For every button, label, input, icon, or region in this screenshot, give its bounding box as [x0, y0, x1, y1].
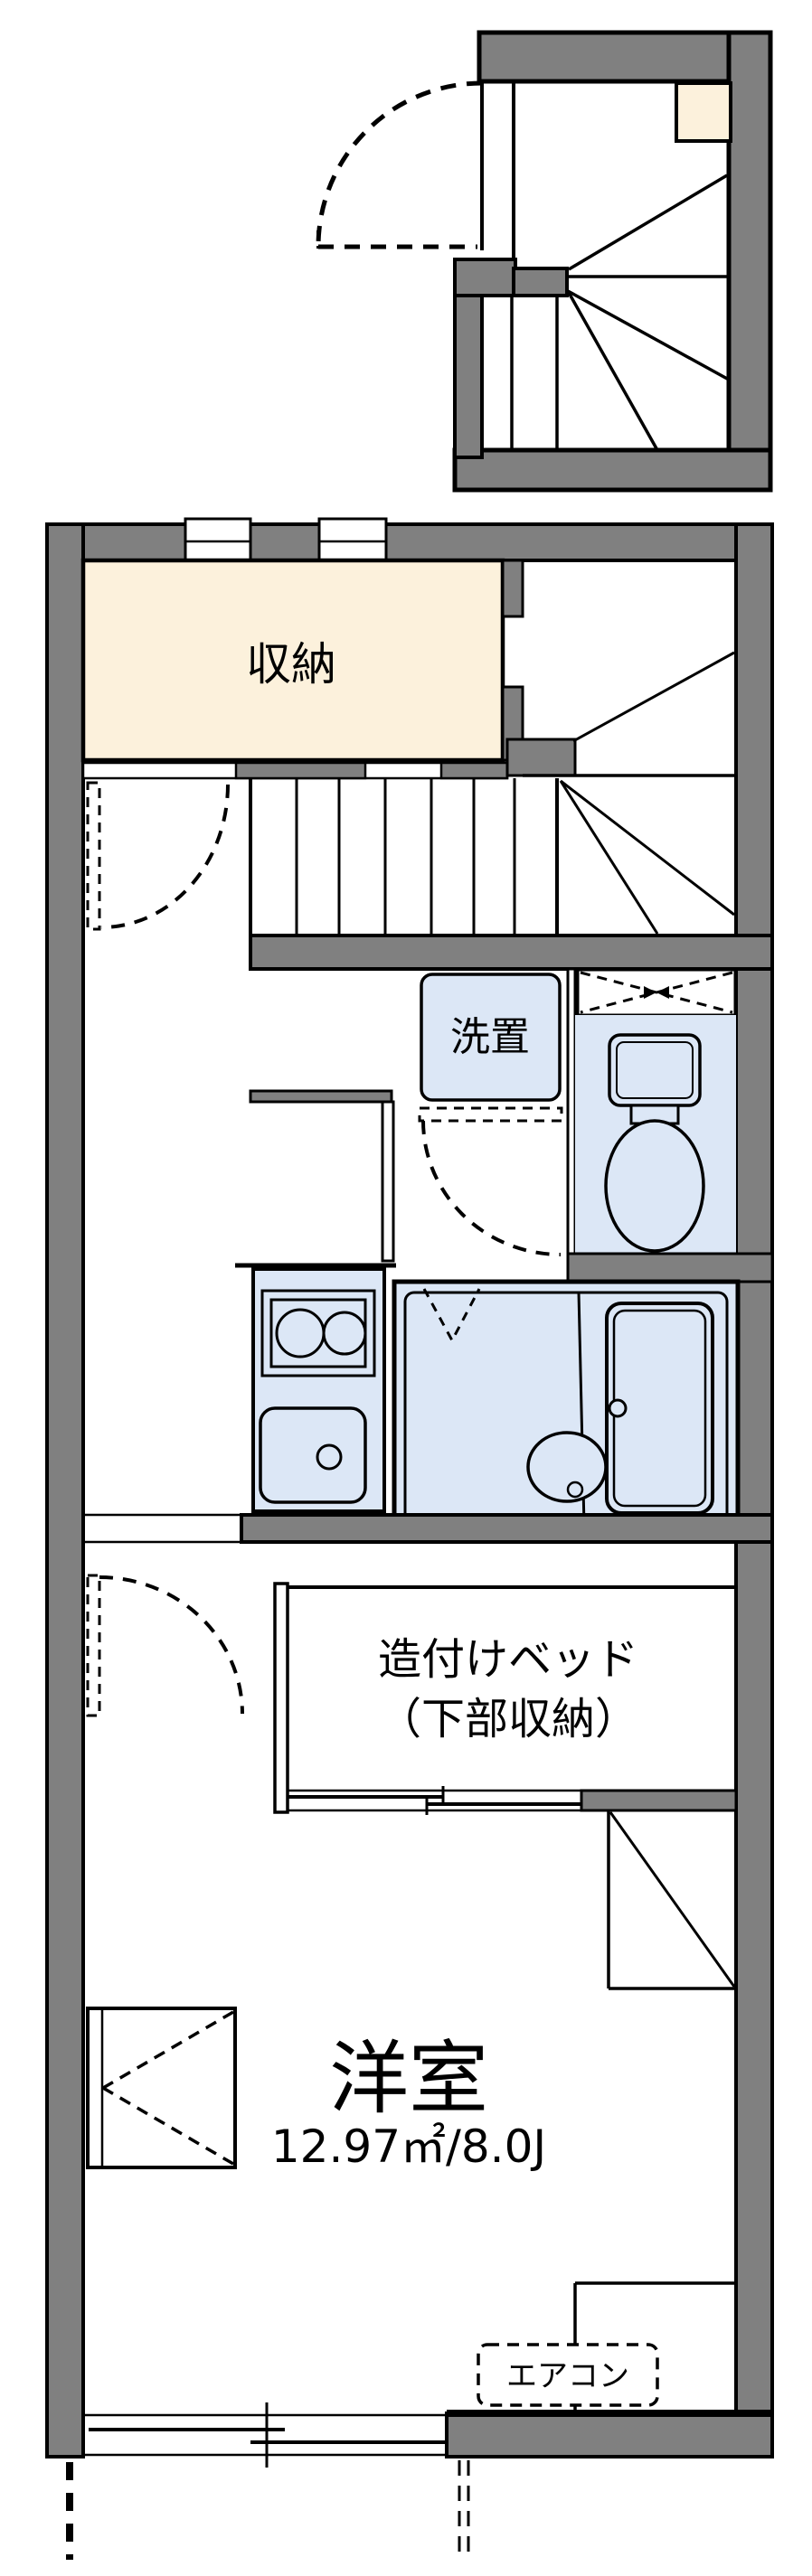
- left-window-swing-top: [102, 2010, 234, 2090]
- sink-drain: [316, 1443, 343, 1471]
- entry-right-wall: [726, 30, 773, 493]
- kitchen-counter: [251, 1267, 386, 1513]
- kitchen-sink: [259, 1406, 367, 1504]
- entry-staircase-box: [316, 30, 773, 493]
- aircon: エアコン: [477, 2343, 659, 2407]
- stair-void-upper: [523, 651, 736, 777]
- bottom-sliding-window: [83, 2402, 447, 2468]
- western-room: 洋室 12.97㎡/8.0J エアコン: [83, 2007, 736, 2468]
- entry-stub-wall-b: [512, 267, 569, 297]
- main-top-wall: [45, 522, 774, 562]
- storage-bottom-band-gray2: [439, 761, 509, 780]
- bed-label-line2: （下部収納）: [378, 1694, 638, 1744]
- toilet-left-wall: [566, 967, 577, 1258]
- storage-room: 収納: [80, 558, 577, 780]
- upper-cabinet-box: [576, 968, 737, 1017]
- understair-wall: [249, 934, 774, 971]
- hall-door-1-leaf: [86, 781, 101, 931]
- entry-stair-lines: [510, 174, 730, 451]
- storage-right-wall-upper: [501, 559, 524, 618]
- entry-top-wall: [477, 30, 773, 84]
- kitchen: [235, 1263, 396, 1513]
- western-room-area-label: 12.97㎡/8.0J: [271, 2120, 546, 2173]
- upper-cabinet-mark-r: [656, 986, 669, 999]
- kitchen-bottom-wall: [83, 1513, 774, 1544]
- main-bottom-wall: [445, 2411, 774, 2458]
- toilet-bowl: [604, 1119, 705, 1253]
- laundry-label: 洗置: [450, 1014, 530, 1060]
- storage-label: 収納: [246, 638, 336, 691]
- stair-flight: [249, 778, 735, 935]
- kitchen-bottom-wall-gray: [240, 1513, 774, 1544]
- washroom-door: [418, 1106, 563, 1256]
- entry-stub-wall-a: [453, 258, 517, 297]
- hall-door-2-leaf: [86, 1574, 101, 1717]
- bed-bottom-wall-segment: [580, 1789, 738, 1812]
- built-in-bed-room: 造付けベッド （下部収納）: [273, 1582, 738, 1815]
- stair-corner-block: [505, 738, 577, 777]
- main-unit-walls: [45, 522, 774, 2458]
- left-window-swing-bottom: [102, 2086, 234, 2166]
- entrance-door-arc: [316, 80, 483, 248]
- bed-left-wall: [273, 1582, 289, 1814]
- wash-bowl-drain: [566, 1481, 584, 1499]
- toilet-tank-inner: [616, 1041, 694, 1099]
- laundry-box: [420, 973, 562, 1102]
- bay-window-void: [607, 1810, 736, 1990]
- upper-cabinet-mark-l: [644, 986, 656, 999]
- storage-bottom-band-gray1: [234, 761, 367, 780]
- bath-folding-door: [422, 1288, 481, 1344]
- washroom-partition-wall: [381, 1100, 395, 1263]
- left-window-frame: [86, 2007, 237, 2169]
- wash-bowl: [526, 1431, 608, 1503]
- washroom-door-leaf: [418, 1106, 563, 1123]
- shoe-cabinet: [675, 81, 732, 143]
- laundry-space: 洗置: [420, 973, 562, 1102]
- stove-outer: [260, 1289, 376, 1377]
- washroom-door-arc: [421, 1120, 562, 1256]
- aircon-label: エアコン: [506, 2358, 629, 2394]
- storage-room-floor: [80, 558, 505, 763]
- hall-door-2-arc: [99, 1575, 244, 1715]
- bathtub-knob: [608, 1398, 628, 1418]
- western-room-label: 洋室: [329, 2032, 488, 2125]
- entry-left-wall-lower: [453, 287, 484, 459]
- main-right-wall: [734, 522, 774, 2458]
- toilet-bottom-wall: [566, 1252, 774, 1283]
- stove-burner-right: [322, 1311, 367, 1356]
- bed-sliding-door: [288, 1786, 581, 1815]
- hall-door-1: [86, 781, 230, 931]
- left-window: [86, 2007, 237, 2169]
- toilet-room: [566, 967, 774, 1283]
- toilet-tank: [608, 1033, 702, 1107]
- bed-label-line1: 造付けベッド: [378, 1634, 638, 1685]
- hall-door-1-arc: [100, 784, 230, 929]
- bathroom: [392, 1279, 741, 1539]
- washroom-wall-stub: [249, 1089, 393, 1104]
- aircon-box: [477, 2343, 659, 2407]
- boundary-dashes: [66, 2460, 470, 2560]
- entry-bottom-wall: [452, 447, 773, 493]
- hall-door-2: [86, 1574, 244, 1717]
- main-left-wall: [45, 522, 85, 2458]
